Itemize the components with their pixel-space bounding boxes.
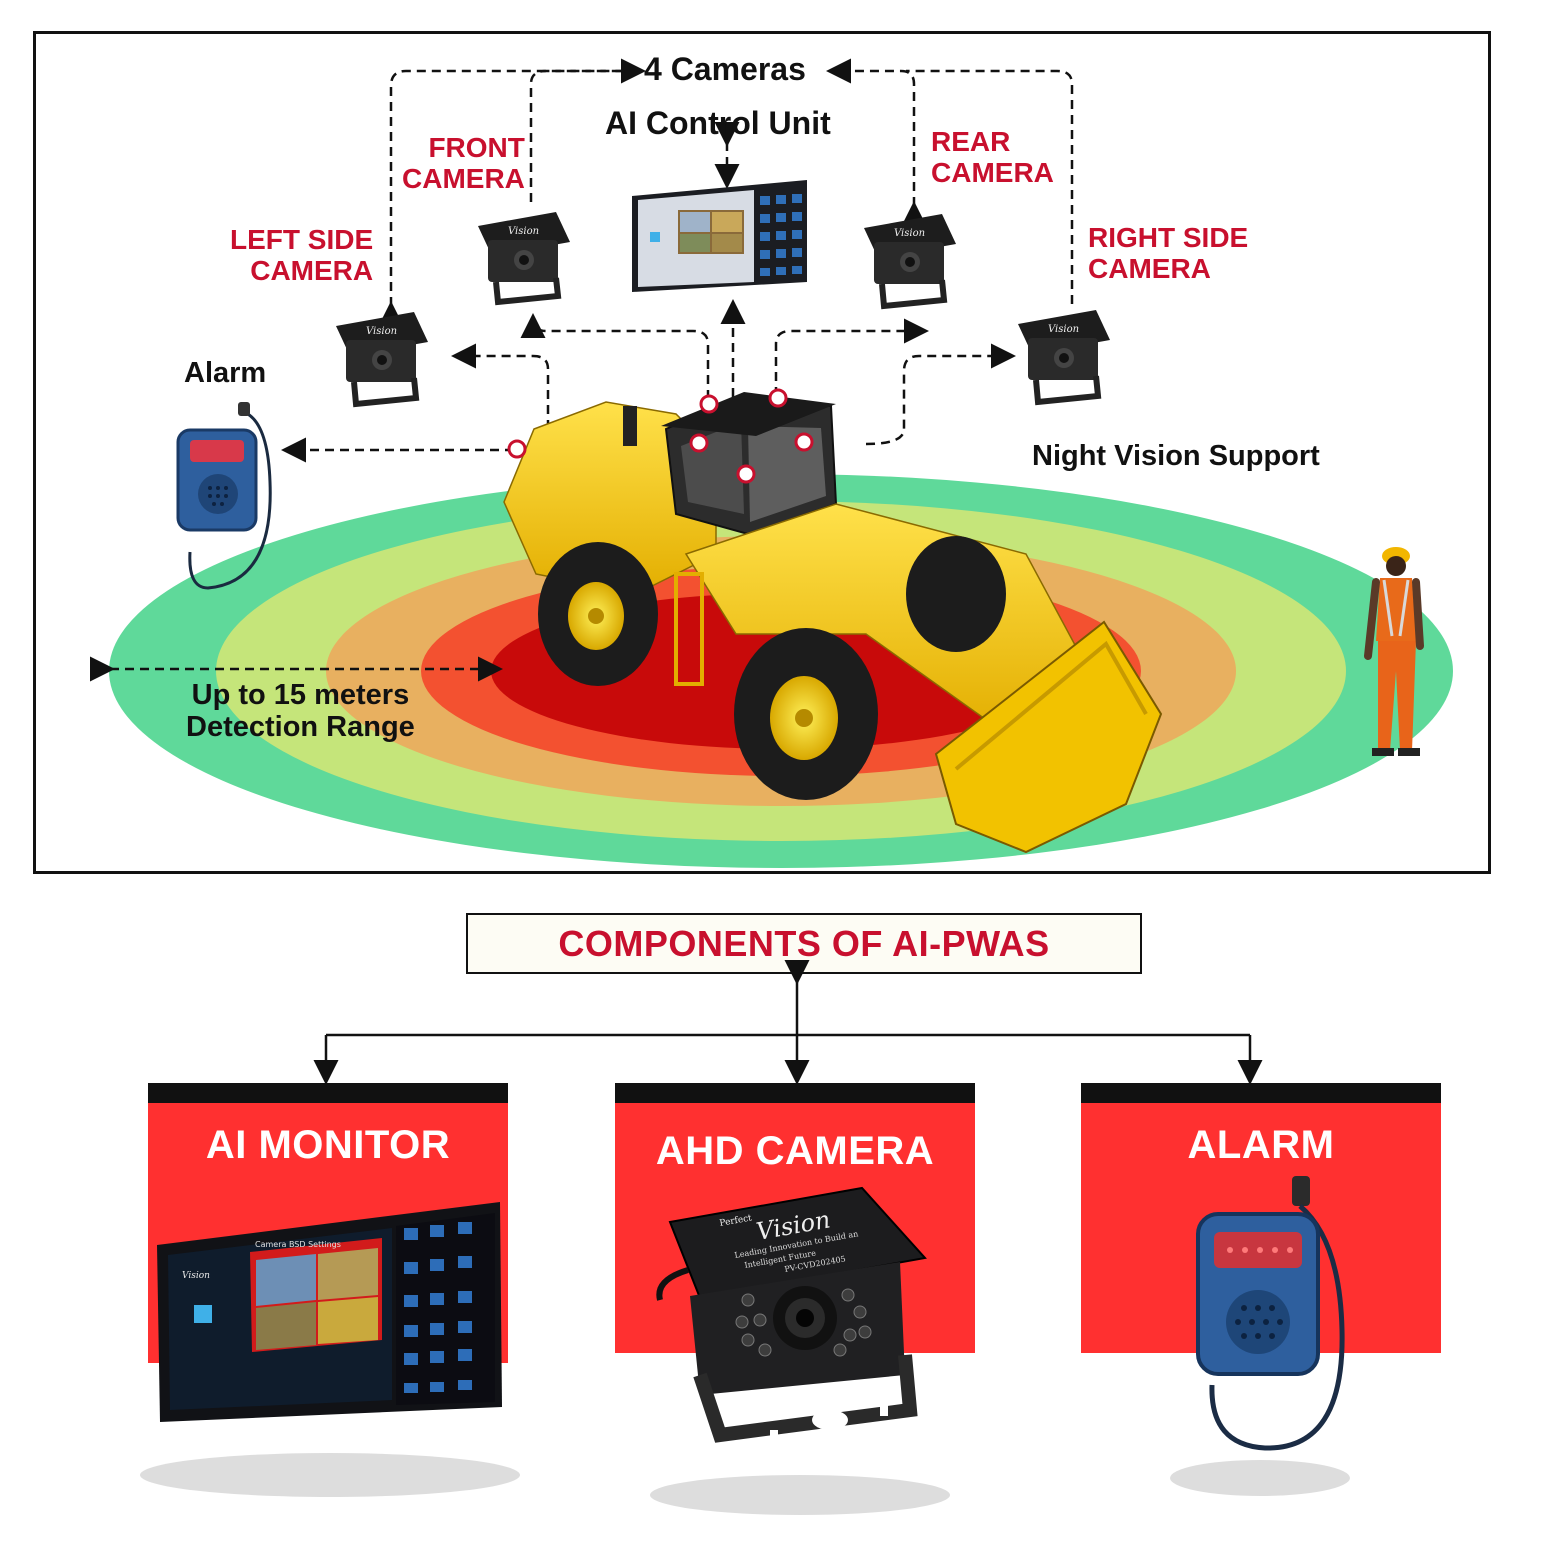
card-top-bar [1081,1083,1441,1103]
card-top-bar [148,1083,508,1103]
component-card-ai-monitor: AI MONITOR [148,1083,508,1363]
system-diagram-frame: Vision Vision Vision Vision [33,31,1491,874]
connector-lines [90,58,1074,682]
rear-left-wheel [538,542,658,686]
svg-text:Vision: Vision [366,326,397,337]
rear-camera-device: Vision [864,214,956,310]
rear-camera-label-line1: REAR [931,126,1011,157]
rear-camera-label-line2: CAMERA [931,157,1054,189]
cameras-header: 4 Cameras [644,51,806,87]
right-camera-device: Vision [1018,310,1110,406]
component-card-ahd-camera: AHD CAMERA [615,1083,975,1353]
alarm-device-small [176,402,272,590]
line-left-camera [378,58,646,326]
front-camera-label-line1: FRONT [428,132,525,163]
components-title: COMPONENTS OF AI-PWAS [466,913,1142,974]
line-front-out [520,313,710,414]
worker-figure [1364,547,1424,756]
control-unit-label: AI Control Unit [605,105,831,141]
detection-range-line1: Up to 15 meters [191,679,410,711]
line-right-camera [906,69,1074,304]
left-camera-device: Vision [336,312,428,408]
svg-text:Vision: Vision [894,228,925,239]
detection-range-line2: Detection Range [186,711,415,744]
right-camera-label: RIGHT SIDE CAMERA [1088,222,1248,285]
diagram-graphics: Vision Vision Vision Vision [90,58,1453,868]
front-camera-label: FRONT CAMERA [402,132,525,195]
rear-camera-label: REAR CAMERA [931,126,1054,189]
left-camera-label-line1: LEFT SIDE [230,224,374,255]
left-camera-label-line2: CAMERA [250,255,374,287]
front-camera-device: Vision [478,212,570,306]
alarm-label: Alarm [184,357,267,389]
line-rear-out [774,318,929,396]
front-left-wheel [734,628,878,800]
right-camera-label-line2: CAMERA [1088,253,1211,285]
line-left-out [451,343,550,444]
svg-text:Vision: Vision [1048,324,1079,335]
svg-text:Vision: Vision [508,226,539,237]
night-vision-label: Night Vision Support [1032,440,1320,472]
line-front-camera [529,69,626,202]
card-top-bar [615,1083,975,1103]
line-rear-camera [826,58,927,226]
card-label-alarm: ALARM [1187,1123,1335,1167]
control-unit-tablet [632,180,807,292]
sensor-points [507,388,814,484]
detection-range-label: Up to 15 meters Detection Range [186,679,415,744]
card-label-ai-monitor: AI MONITOR [205,1123,451,1167]
front-camera-label-line2: CAMERA [402,163,525,195]
left-camera-label: LEFT SIDE CAMERA [230,224,373,287]
wheel-loader [503,388,1163,854]
right-camera-label-line1: RIGHT SIDE [1088,222,1249,253]
card-label-ahd-camera: AHD CAMERA [655,1129,935,1173]
line-right-out [865,343,1016,446]
component-card-alarm: ALARM [1081,1083,1441,1353]
rear-right-wheel [906,536,1006,652]
